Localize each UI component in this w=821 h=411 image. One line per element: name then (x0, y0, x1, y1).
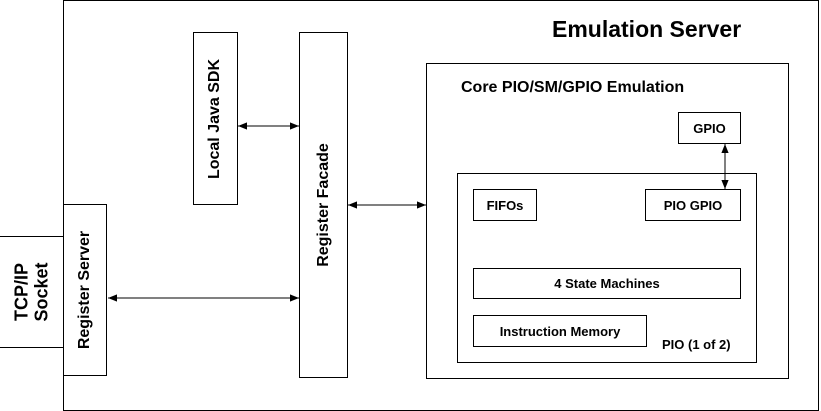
pio-gpio-block: PIO GPIO (645, 189, 741, 221)
gpio-block: GPIO (678, 112, 741, 144)
local-java-sdk-block: Local Java SDK (193, 32, 238, 205)
core-emulation-title: Core PIO/SM/GPIO Emulation (461, 79, 685, 96)
register-facade-block: Register Facade (299, 32, 348, 378)
state-machines-label: 4 State Machines (554, 276, 660, 291)
pio-instance-label: PIO (1 of 2) (662, 337, 731, 352)
emulation-server-title: Emulation Server (552, 16, 742, 42)
tcp-socket-block: TCP/IP Socket (0, 236, 64, 348)
state-machines-block: 4 State Machines (473, 268, 741, 299)
instruction-memory-block: Instruction Memory (473, 315, 647, 347)
fifos-block: FIFOs (473, 189, 537, 221)
fifos-label: FIFOs (486, 197, 524, 213)
register-server-block: Register Server (63, 204, 107, 376)
pio-gpio-label: PIO GPIO (663, 197, 723, 213)
instruction-memory-label: Instruction Memory (499, 323, 621, 339)
gpio-label: GPIO (693, 120, 726, 136)
